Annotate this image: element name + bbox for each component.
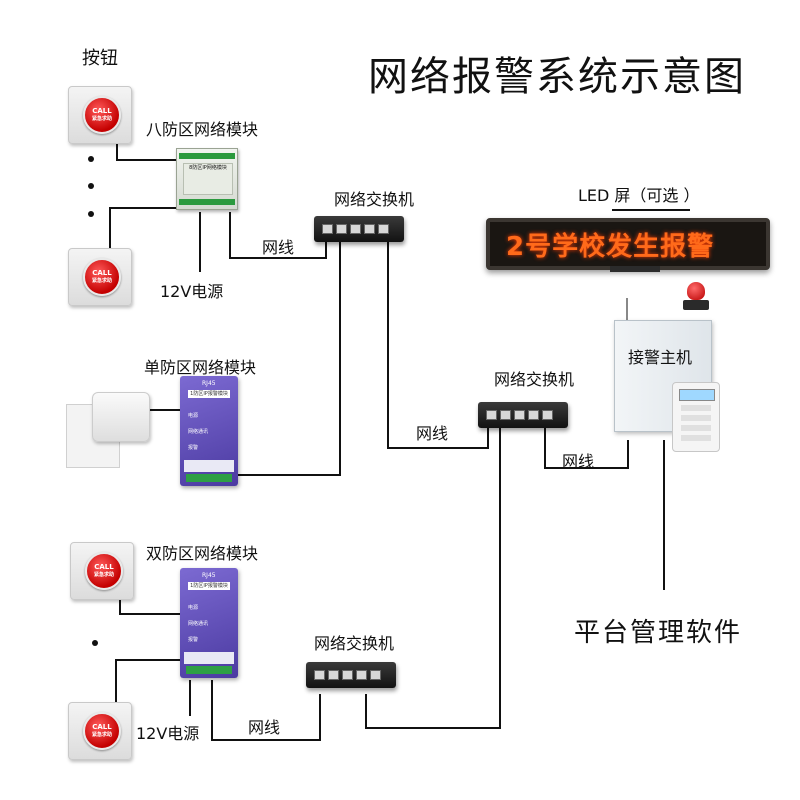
ellipsis-dot <box>88 183 94 189</box>
call-subtext: 紧急求助 <box>91 278 112 284</box>
diagram-title: 网络报警系统示意图 <box>368 54 746 100</box>
call-icon: CALL 紧急求助 <box>83 96 121 134</box>
ellipsis-dot <box>88 211 94 217</box>
terminal-block <box>186 666 232 674</box>
rj45-label: RJ45 <box>202 572 216 579</box>
wire-button2-module8 <box>109 207 178 262</box>
ellipsis-dot <box>88 156 94 162</box>
module-label-plate: 8防区IP网络模块 <box>183 163 233 195</box>
indicator-network: 网络通讯 <box>188 621 209 627</box>
call-button-1: CALL 紧急求助 <box>68 86 132 144</box>
port <box>364 224 375 234</box>
indicator-alarm: 报警 <box>188 637 199 643</box>
pir-sensor <box>92 392 150 442</box>
siren-icon <box>687 282 705 300</box>
wire-module8-switch1 <box>229 212 327 259</box>
port <box>356 670 367 680</box>
call-icon: CALL 紧急求助 <box>83 712 121 750</box>
indicator-power: 电源 <box>188 605 199 611</box>
indicator-network: 网络通讯 <box>188 429 209 435</box>
power-label-bottom: 12V电源 <box>136 724 200 743</box>
call-text: CALL <box>92 107 112 115</box>
ellipsis-dot <box>92 640 98 646</box>
single-zone-module-label: 单防区网络模块 <box>144 358 257 377</box>
terminal-block <box>186 474 232 482</box>
port <box>314 670 325 680</box>
port <box>322 224 333 234</box>
wire-dual-button2 <box>115 659 182 704</box>
module-terminal-labels <box>184 460 234 472</box>
alarm-keypad <box>672 382 720 452</box>
call-text: CALL <box>92 723 112 731</box>
wire-switch3-switch2 <box>365 428 501 729</box>
port <box>328 670 339 680</box>
terminal-block <box>179 153 235 159</box>
eight-zone-module-label: 八防区网络模块 <box>146 120 259 139</box>
terminal-block <box>179 199 235 205</box>
wire-button1-module8 <box>116 140 178 161</box>
port <box>336 224 347 234</box>
network-switch-1 <box>314 216 404 242</box>
cable-label-4: 网线 <box>248 718 281 737</box>
module-plate-text: 8防区IP网络模块 <box>189 165 227 171</box>
cable-label-1: 网线 <box>262 238 295 257</box>
keypad-keys <box>681 405 711 443</box>
led-display-text: 2号学校发生报警 <box>506 232 715 262</box>
network-switch-2 <box>478 402 568 428</box>
module-terminal-labels <box>184 652 234 664</box>
wire-single-switch1 <box>238 242 341 476</box>
indicator-alarm: 报警 <box>188 445 199 451</box>
call-button-4: CALL 紧急求助 <box>68 702 132 760</box>
dual-zone-module-label: 双防区网络模块 <box>146 544 259 563</box>
call-text: CALL <box>92 269 112 277</box>
port <box>350 224 361 234</box>
call-text: CALL <box>94 563 114 571</box>
platform-software-label: 平台管理软件 <box>574 618 743 648</box>
buttons-label: 按钮 <box>82 48 118 69</box>
led-stand <box>610 266 660 272</box>
wire-switch1-switch2 <box>387 242 489 449</box>
call-subtext: 紧急求助 <box>93 572 114 578</box>
call-button-2: CALL 紧急求助 <box>68 248 132 306</box>
port <box>528 410 539 420</box>
port <box>542 410 553 420</box>
keypad-screen <box>679 389 715 401</box>
wire-dual-button1 <box>119 596 182 615</box>
single-zone-network-module: RJ45 1防区IP报警模块 电源 网络通讯 报警 <box>180 376 238 486</box>
port <box>486 410 497 420</box>
switch-1-label: 网络交换机 <box>334 190 415 209</box>
siren-base <box>683 300 709 310</box>
cable-label-3: 网线 <box>562 452 595 471</box>
module-name: 1防区IP报警模块 <box>188 582 230 590</box>
call-button-3: CALL 紧急求助 <box>70 542 134 600</box>
call-subtext: 紧急求助 <box>91 732 112 738</box>
eight-zone-network-module: 8防区IP网络模块 <box>176 148 238 210</box>
rj45-label: RJ45 <box>202 380 216 387</box>
call-icon: CALL 紧急求助 <box>83 258 121 296</box>
port <box>370 670 381 680</box>
port <box>514 410 525 420</box>
cable-label-2: 网线 <box>416 424 449 443</box>
port <box>342 670 353 680</box>
alarm-host-label: 接警主机 <box>628 348 693 367</box>
dual-zone-network-module: RJ45 1防区IP报警模块 电源 网络通讯 报警 <box>180 568 238 678</box>
port <box>500 410 511 420</box>
call-icon: CALL 紧急求助 <box>85 552 123 590</box>
led-screen-label: LED 屏（可选 ） <box>578 186 700 205</box>
power-label-top: 12V电源 <box>160 282 224 301</box>
module-name: 1防区IP报警模块 <box>188 390 230 398</box>
led-sign: 2号学校发生报警 <box>486 218 770 270</box>
indicator-power: 电源 <box>188 413 199 419</box>
call-subtext: 紧急求助 <box>91 116 112 122</box>
wire-dual-switch3 <box>211 680 321 741</box>
wire-switch2-host <box>544 428 629 469</box>
switch-2-label: 网络交换机 <box>494 370 575 389</box>
switch-3-label: 网络交换机 <box>314 634 395 653</box>
port <box>378 224 389 234</box>
network-switch-3 <box>306 662 396 688</box>
